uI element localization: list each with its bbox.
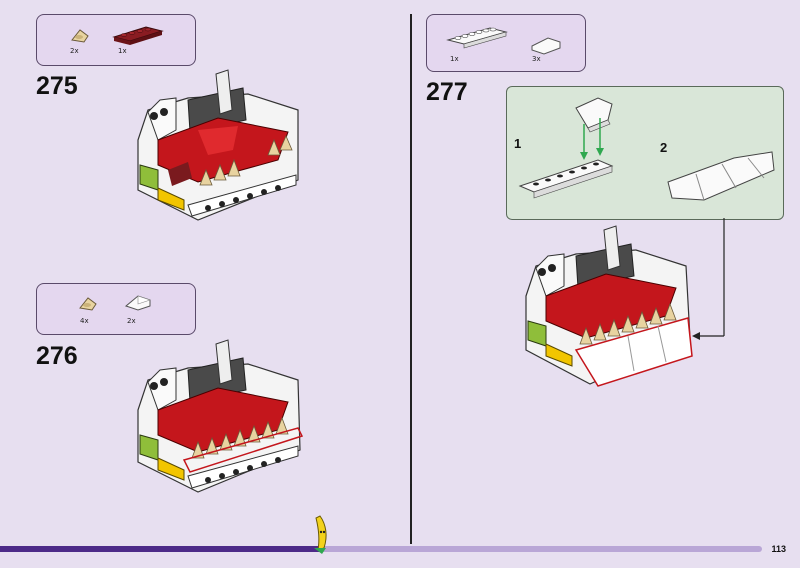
- progress-track: [0, 546, 762, 552]
- substep-1-illustration: [518, 97, 614, 199]
- step-number: 275: [36, 72, 78, 100]
- white-curved-slope-icon: [124, 295, 151, 311]
- substep-2-illustration: [667, 151, 775, 201]
- banana-icon: [314, 515, 327, 554]
- white-plate-icon: [446, 27, 508, 49]
- model-illustration: [137, 69, 299, 221]
- progress-fill: [0, 546, 320, 552]
- tan-tooth-piece-icon: [79, 297, 97, 311]
- parts-callout-276: [36, 283, 196, 335]
- part-qty: 1x: [118, 47, 127, 55]
- part-qty: 4x: [80, 317, 89, 325]
- step-number: 276: [36, 342, 78, 370]
- step-number: 277: [426, 78, 468, 106]
- dark-red-plate-icon: [112, 26, 164, 45]
- page-number: 113: [771, 544, 786, 554]
- model-illustration: [525, 225, 693, 387]
- part-qty: 2x: [127, 317, 136, 325]
- page-divider: [410, 14, 412, 544]
- part-qty: 2x: [70, 47, 79, 55]
- white-curved-slope-icon: [531, 37, 561, 55]
- model-illustration: [137, 339, 304, 493]
- substep-number: 1: [514, 136, 522, 151]
- substep-box: [506, 86, 784, 220]
- part-qty: 3x: [532, 55, 541, 63]
- substep-number: 2: [660, 140, 668, 155]
- part-qty: 1x: [450, 55, 459, 63]
- tan-tooth-piece-icon: [71, 29, 89, 43]
- placement-arrow: [692, 218, 725, 340]
